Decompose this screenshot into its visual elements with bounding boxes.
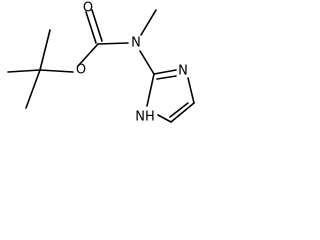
chemical-structure: O O N N NH: [7, 1, 195, 125]
imidazole-nh-label: NH: [135, 110, 155, 125]
carbonyl-oxygen-label: O: [83, 1, 93, 16]
bond-amine-methyl: [140, 9, 157, 36]
bond-tbu-ester-oxygen: [39, 69, 74, 73]
bond-c2-n3: [153, 69, 177, 75]
bond-n1-c2: [146, 73, 155, 107]
bond-tbu-methyl-left: [7, 69, 41, 73]
bond-c5-n1: [157, 114, 172, 123]
bond-c2-n3-double: [156, 75, 177, 80]
bond-tbu-methyl-bottom: [25, 69, 41, 109]
bond-carbonyl-double-2: [91, 9, 103, 42]
bond-ester-oxygen-carbonyl: [77, 43, 99, 67]
bond-amine-imidazole: [139, 50, 155, 75]
ester-oxygen-label: O: [76, 63, 86, 78]
bond-carbonyl-double-1: [85, 11, 97, 44]
bond-n3-c4: [187, 77, 195, 104]
imidazole-nitrogen-label: N: [178, 64, 188, 79]
bond-c4-c5: [170, 102, 195, 123]
bond-c4-c5-double: [169, 102, 189, 118]
bond-tbu-methyl-top: [39, 29, 51, 71]
amine-nitrogen-label: N: [131, 36, 141, 51]
bond-carbonyl-amine: [97, 42, 129, 45]
